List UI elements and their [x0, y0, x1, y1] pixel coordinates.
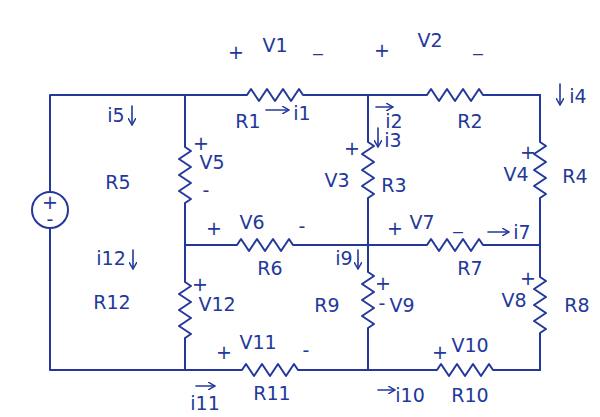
- circuit-label: R2: [457, 112, 482, 131]
- voltage-source: [32, 192, 68, 228]
- circuit-label: +: [432, 343, 448, 362]
- circuit-label: i3: [384, 131, 401, 150]
- circuit-label: R9: [314, 296, 339, 315]
- circuit-label: R8: [564, 296, 589, 315]
- circuit-label: +: [228, 43, 244, 62]
- circuit-label: V1: [262, 36, 287, 55]
- circuit-label: +: [387, 219, 403, 238]
- circuit-label: -: [379, 294, 386, 313]
- circuit-label: R4: [562, 167, 587, 186]
- resistor-symbol: [368, 364, 540, 376]
- circuit-label: _: [473, 35, 483, 54]
- circuit-label: R11: [253, 384, 290, 403]
- circuit-label: R10: [451, 386, 488, 405]
- circuit-label: V3: [324, 171, 349, 190]
- circuit-label: R3: [381, 176, 406, 195]
- circuit-label: _: [453, 213, 463, 232]
- circuit-label: i4: [569, 87, 586, 106]
- circuit-label: R7: [457, 259, 482, 278]
- circuit-label: +: [344, 139, 360, 158]
- circuit-label: V6: [239, 213, 264, 232]
- resistor-symbol: [185, 364, 368, 376]
- circuit-label: V4: [503, 165, 528, 184]
- current-arrow: [559, 84, 561, 104]
- circuit-label: -: [203, 181, 210, 200]
- wire: [50, 95, 185, 192]
- circuit-label: R12: [93, 293, 130, 312]
- circuit-label: V8: [501, 291, 526, 310]
- wire: [50, 228, 185, 370]
- current-arrow: [131, 106, 133, 124]
- resistor-symbol: [362, 95, 374, 245]
- current-arrow: [266, 109, 288, 111]
- circuit-label: i7: [513, 223, 530, 242]
- circuit-label: _: [313, 35, 323, 54]
- circuit-label: +: [374, 41, 390, 60]
- circuit-label: +: [520, 269, 536, 288]
- circuit-label: R5: [105, 173, 130, 192]
- resistor-symbol: [179, 245, 191, 370]
- current-arrow: [378, 389, 394, 391]
- circuit-label: V2: [417, 31, 442, 50]
- circuit-label: V10: [451, 336, 488, 355]
- circuit-label: i12: [96, 249, 125, 268]
- current-arrow: [377, 128, 379, 146]
- circuit-label: i5: [107, 106, 124, 125]
- circuit-label: +: [192, 275, 208, 294]
- circuit-label: +: [193, 134, 209, 153]
- circuit-label: V12: [198, 295, 235, 314]
- resistor-symbol: [179, 95, 191, 245]
- current-arrow: [196, 385, 214, 387]
- resistor-symbol: [534, 95, 546, 245]
- resistor-symbol: [534, 245, 546, 370]
- circuit-label: +: [206, 219, 222, 238]
- circuit-label: +: [520, 143, 536, 162]
- circuit-label: i11: [190, 394, 219, 413]
- resistor-symbol: [368, 89, 540, 101]
- circuit-label: -: [299, 217, 306, 236]
- circuit-label: +: [375, 274, 391, 293]
- current-arrow: [488, 231, 508, 233]
- resistor-symbol: [185, 89, 368, 101]
- current-arrow: [357, 250, 359, 268]
- circuit-label: i10: [395, 386, 424, 405]
- circuit-label: V7: [409, 213, 434, 232]
- circuit-label: -: [303, 341, 310, 360]
- circuit-label: V5: [199, 153, 224, 172]
- circuit-label: V9: [389, 296, 414, 315]
- circuit-label: V11: [239, 333, 276, 352]
- current-arrow: [132, 250, 134, 268]
- circuit-label: R1: [235, 112, 260, 131]
- circuit-label: i9: [335, 249, 352, 268]
- circuit-label: i2: [385, 112, 402, 131]
- circuit-label: -: [47, 210, 54, 229]
- circuit-label: R6: [257, 259, 282, 278]
- circuit-label: i1: [293, 104, 310, 123]
- resistor-symbol: [362, 245, 374, 370]
- current-arrow: [376, 106, 392, 108]
- circuit-label: +: [216, 343, 232, 362]
